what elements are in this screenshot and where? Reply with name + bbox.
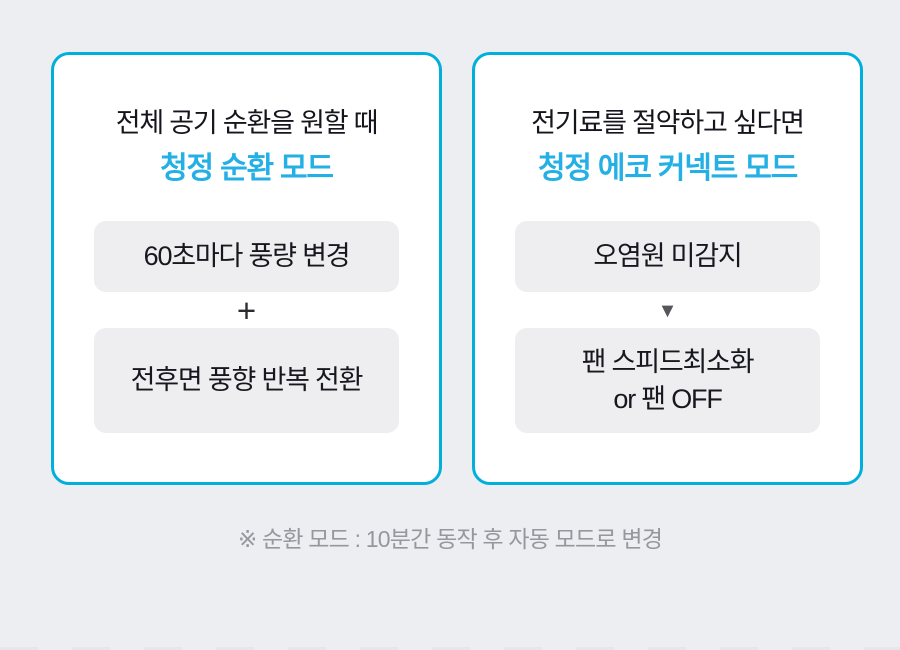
- plus-icon: +: [236, 292, 257, 329]
- card-title: 전체 공기 순환을 원할 때: [115, 108, 379, 138]
- step-box-airflow-direction: 전후면 풍향 반복 전환: [94, 328, 399, 433]
- cutoff-content-edge: [0, 647, 900, 650]
- footnote: ※ 순환 모드 : 10분간 동작 후 자동 모드로 변경: [237, 526, 663, 552]
- mode-name: 청정 순환 모드: [160, 152, 334, 185]
- card-clean-eco-connect-mode: 전기료를 절약하고 싶다면 청정 에코 커넥트 모드 오염원 미감지 ▼ 팬 스…: [472, 52, 863, 485]
- card-clean-circulation-mode: 전체 공기 순환을 원할 때 청정 순환 모드 60초마다 풍량 변경 + 전후…: [51, 52, 442, 485]
- card-title: 전기료를 절약하고 싶다면: [531, 108, 805, 138]
- arrow-down-icon: ▼: [657, 300, 678, 322]
- step-box-fan-speed-change: 60초마다 풍량 변경: [94, 221, 399, 292]
- step-box-no-pollutant-detected: 오염원 미감지: [515, 221, 820, 292]
- step-box-fan-minimize-or-off: 팬 스피드최소화 or 팬 OFF: [515, 328, 820, 433]
- mode-name: 청정 에코 커넥트 모드: [537, 152, 798, 185]
